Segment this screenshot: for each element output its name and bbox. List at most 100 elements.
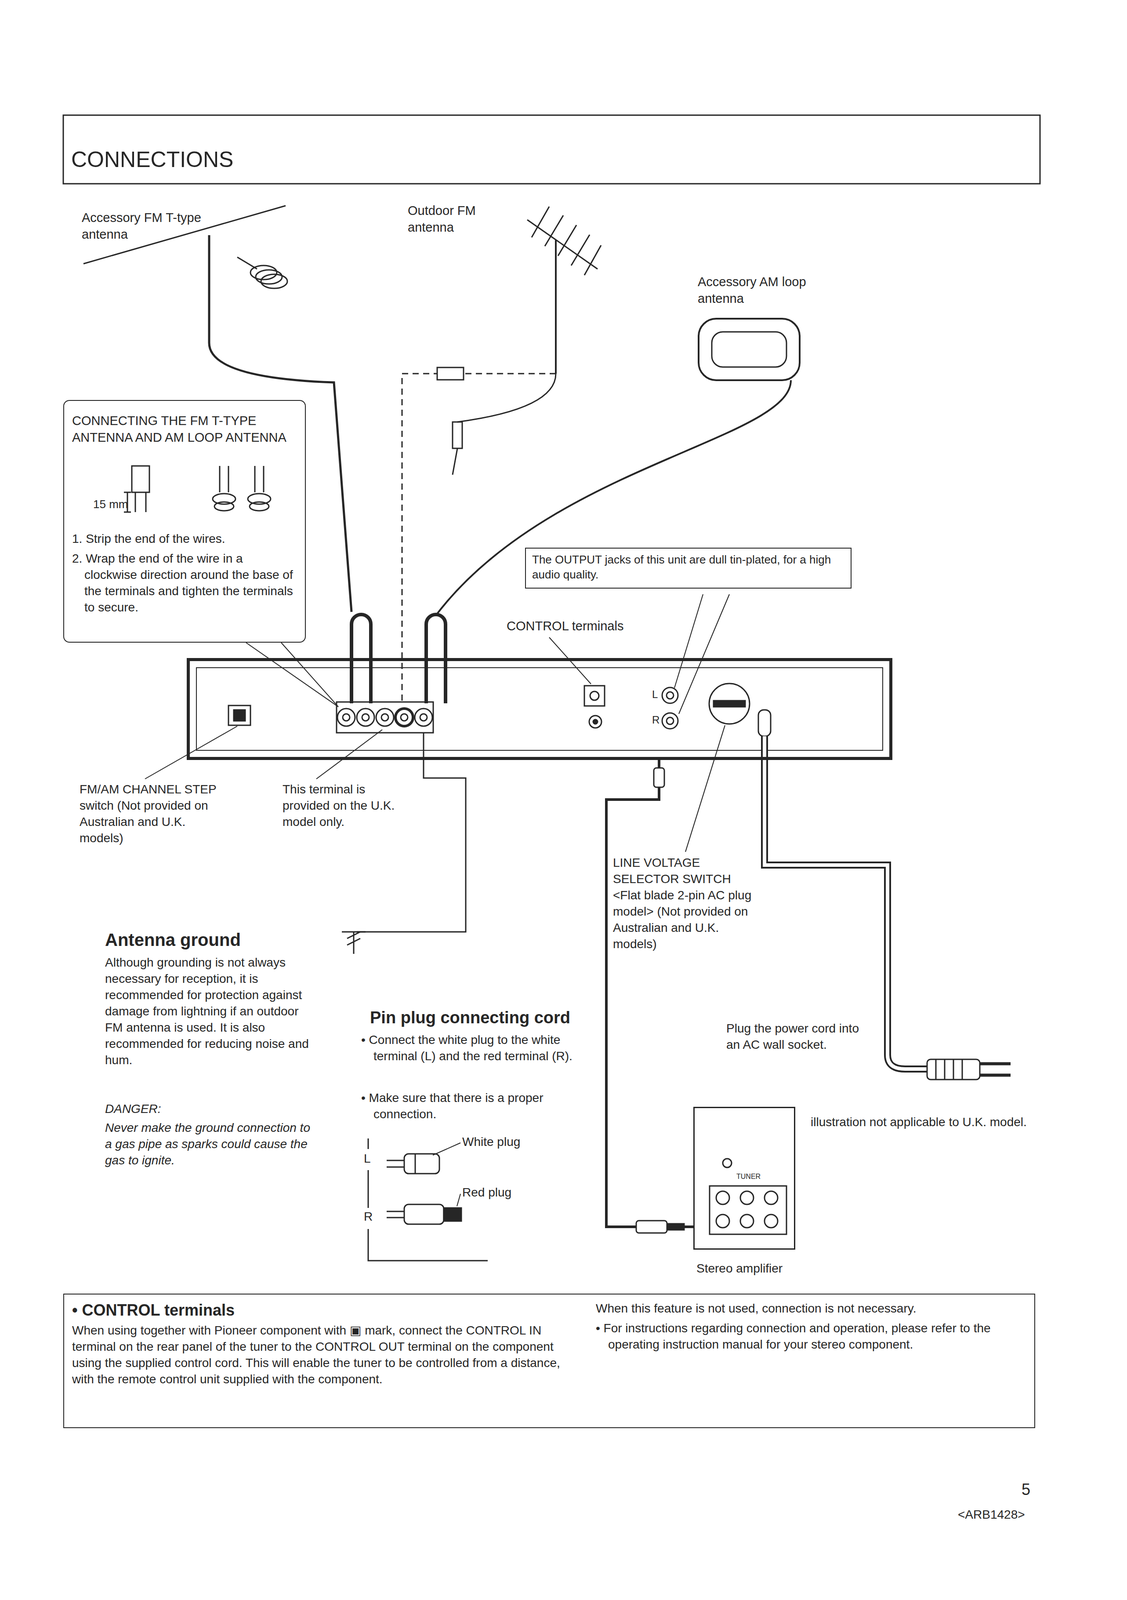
info-box: • CONTROL terminalsWhen using together w… xyxy=(63,1293,1036,1428)
rear-panel-parts xyxy=(400,713,408,721)
rear-panel: LR xyxy=(186,657,893,760)
label-text: LINE VOLTAGE SELECTOR SWITCH <Flat blade… xyxy=(612,854,758,953)
label-text: FM/AM CHANNEL STEP switch (Not provided … xyxy=(79,781,225,847)
amplifier-jacks xyxy=(722,1158,732,1167)
pin-plug-sketch xyxy=(368,1137,488,1261)
rear-panel-parts xyxy=(228,705,251,725)
power-cord xyxy=(979,1063,1011,1075)
label-text: Never make the ground connection to a ga… xyxy=(105,1119,312,1169)
wire-strip-sketch xyxy=(134,492,137,512)
page-title: CONNECTIONS xyxy=(71,144,423,174)
rear-panel-parts xyxy=(589,715,602,728)
node-text: 2. Wrap the end of the wire in a clockwi… xyxy=(72,550,297,616)
outdoor-fm-antenna xyxy=(544,215,564,247)
power-cord xyxy=(764,735,928,1069)
callout-box: CONNECTING THE FM T-TYPE ANTENNA AND AM … xyxy=(63,399,306,643)
pin-plug-sketch xyxy=(404,1203,444,1224)
label-text: Accessory AM loop antenna xyxy=(697,273,843,308)
ground-wire xyxy=(341,931,366,954)
pin-plug-sketch xyxy=(386,1159,405,1167)
ground-wire xyxy=(356,732,466,932)
amplifier-jacks xyxy=(709,1158,787,1234)
fm-t-antenna xyxy=(260,274,288,289)
fm-t-antenna xyxy=(83,205,352,612)
leader-lines xyxy=(281,642,339,707)
ground-wire xyxy=(341,732,466,954)
rear-panel-parts xyxy=(337,708,356,726)
am-loop-antenna xyxy=(698,318,800,381)
power-cord xyxy=(764,735,928,1069)
node-text: • For instructions regarding connection … xyxy=(595,1319,1018,1353)
pin-plug-sketch xyxy=(368,1137,488,1261)
wire-strip-sketch xyxy=(219,465,264,493)
leader-lines xyxy=(316,729,383,779)
node-text: • CONTROL terminals xyxy=(72,1299,556,1321)
rear-panel-parts xyxy=(356,708,375,726)
node-text: The OUTPUT jacks of this unit are dull t… xyxy=(532,551,845,583)
outdoor-fm-antenna xyxy=(452,373,556,475)
outdoor-fm-antenna xyxy=(554,239,557,374)
wire-strip-sketch xyxy=(249,501,269,511)
pin-plug-sketch xyxy=(414,1153,417,1174)
header-frame xyxy=(63,115,1041,184)
label-text: R xyxy=(363,1208,382,1225)
label-text: 5 xyxy=(1021,1478,1048,1500)
leader-lines xyxy=(678,594,730,714)
leader-lines xyxy=(685,724,725,852)
node-text: CONNECTING THE FM T-TYPE ANTENNA AND AM … xyxy=(72,412,297,446)
outdoor-fm-antenna xyxy=(558,224,577,256)
label-text: Outdoor FM antenna xyxy=(407,202,514,236)
leader-lines xyxy=(432,1142,461,1155)
label-text: <ARB1428> xyxy=(957,1506,1055,1523)
label-text: • Make sure that there is a proper conne… xyxy=(361,1089,581,1123)
node-text: R xyxy=(652,712,666,727)
cord-plug-tip xyxy=(666,1222,685,1230)
label-text: CONTROL terminals xyxy=(506,617,692,635)
label-text: • Connect the white plug to the white te… xyxy=(361,1031,581,1065)
wire-strip-sketch xyxy=(145,492,147,512)
outdoor-fm-antenna xyxy=(571,234,590,266)
rear-panel-parts xyxy=(713,700,746,707)
label-text: Antenna ground xyxy=(105,927,312,952)
label-text: DANGER: xyxy=(105,1100,237,1117)
label-text: illustration not applicable to U.K. mode… xyxy=(810,1113,1040,1131)
amplifier-jacks xyxy=(716,1213,730,1228)
note-box: The OUTPUT jacks of this unit are dull t… xyxy=(525,547,852,589)
amplifier-jacks xyxy=(740,1213,754,1228)
fm-t-antenna xyxy=(209,316,352,612)
label-text: Although grounding is not always necessa… xyxy=(105,954,312,1069)
node-text: TUNER xyxy=(736,1171,776,1181)
pin-plug-sketch xyxy=(386,1210,405,1218)
label-text: White plug xyxy=(462,1133,551,1150)
outdoor-fm-antenna xyxy=(584,245,602,276)
rear-panel-parts xyxy=(395,708,414,726)
am-loop-antenna xyxy=(435,318,800,616)
label-text: Accessory FM T-type antenna xyxy=(81,209,227,243)
wire-strip-sketch xyxy=(131,465,150,493)
power-cord xyxy=(927,1058,980,1080)
rear-panel-parts xyxy=(381,713,389,721)
rear-panel-parts xyxy=(666,717,674,725)
rear-panel-parts xyxy=(662,712,678,729)
fm-t-antenna xyxy=(255,269,283,284)
wire-strip-sketch xyxy=(123,491,131,493)
rear-panel-parts xyxy=(336,701,434,733)
node-text: L xyxy=(652,687,666,702)
label-text: L xyxy=(363,1150,382,1167)
header-frame xyxy=(63,115,1041,184)
amplifier-jacks xyxy=(709,1185,787,1234)
label-text: Pin plug connecting cord xyxy=(369,1006,590,1029)
cord-plug xyxy=(653,767,665,787)
am-loop-antenna xyxy=(435,380,791,616)
wire-strip-sketch xyxy=(214,501,234,511)
amplifier-jacks xyxy=(764,1213,778,1228)
rear-panel-parts xyxy=(758,709,771,736)
label-text: Plug the power cord into an AC wall sock… xyxy=(726,1020,876,1053)
cord-plug xyxy=(636,1220,667,1233)
wire-strip-sketch xyxy=(123,465,271,512)
rear-panel-parts xyxy=(420,713,428,721)
leader-lines xyxy=(246,642,339,707)
node-text: When this feature is not used, connectio… xyxy=(595,1300,1018,1317)
pin-plug-sketch xyxy=(443,1207,462,1221)
